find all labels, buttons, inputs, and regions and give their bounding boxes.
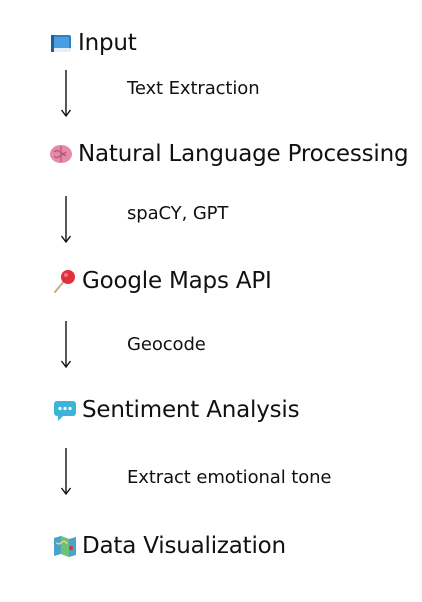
stage-data-visualization: Data Visualization — [52, 532, 286, 560]
stage-label: Sentiment Analysis — [82, 397, 300, 423]
arrow-down — [60, 70, 72, 118]
step-label-spacy-gpt: spaCY, GPT — [127, 203, 229, 224]
stage-label: Data Visualization — [82, 533, 286, 559]
stage-google-maps: Google Maps API — [52, 267, 272, 295]
step-label-text-extraction: Text Extraction — [127, 78, 260, 99]
stage-label: Google Maps API — [82, 268, 272, 294]
stage-nlp: Natural Language Processing — [48, 140, 409, 168]
stage-label: Natural Language Processing — [78, 141, 409, 167]
step-label-emotional-tone: Extract emotional tone — [127, 467, 332, 488]
pushpin-icon — [52, 268, 78, 294]
arrow-down — [60, 196, 72, 244]
stage-input: Input — [48, 29, 137, 57]
book-icon — [48, 30, 74, 56]
brain-icon — [48, 141, 74, 167]
stage-sentiment: Sentiment Analysis — [52, 396, 300, 424]
stage-label: Input — [78, 30, 137, 56]
arrow-down — [60, 448, 72, 496]
map-icon — [52, 533, 78, 559]
speech-bubble-icon — [52, 397, 78, 423]
arrow-down — [60, 321, 72, 369]
step-label-geocode: Geocode — [127, 334, 206, 355]
